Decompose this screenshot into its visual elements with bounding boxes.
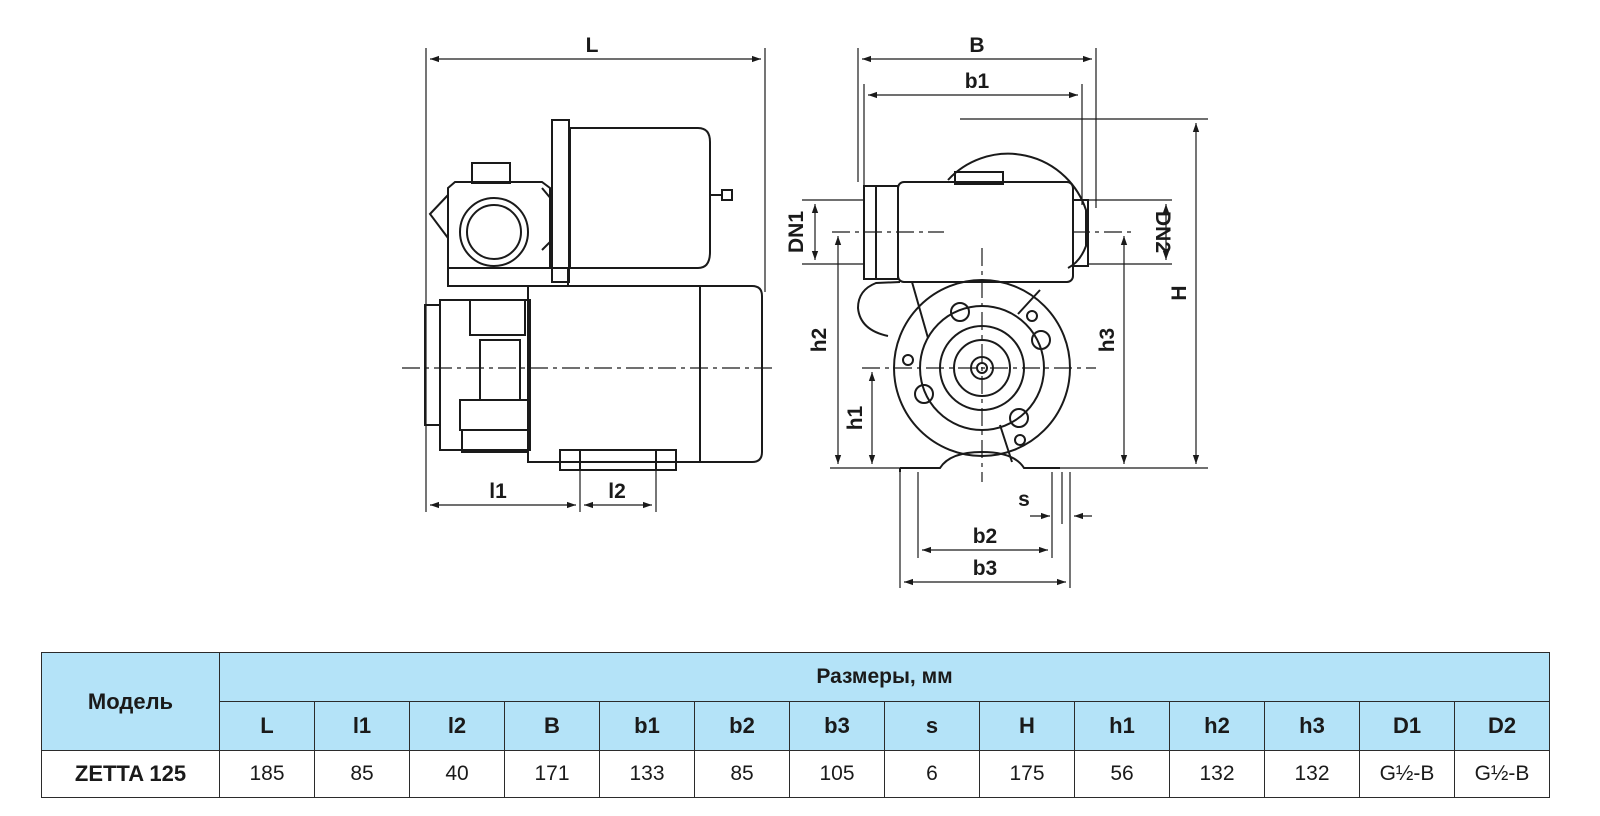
dim-label-h1: h1: [844, 405, 867, 430]
dim-label-h2: h2: [808, 328, 831, 353]
column-header-B: B: [504, 701, 600, 751]
value-cell-D1: G½-B: [1359, 750, 1455, 798]
dim-label-B: B: [969, 34, 984, 57]
dim-label-L: L: [586, 34, 599, 57]
value-cell-h2: 132: [1169, 750, 1265, 798]
model-header: Модель: [41, 652, 220, 751]
dimensions-table: Модель Размеры, мм L l1 l2 B b1 b2 b3 s …: [41, 652, 1550, 798]
column-header-l1: l1: [314, 701, 410, 751]
value-cell-b1: 133: [599, 750, 695, 798]
column-header-h2: h2: [1169, 701, 1265, 751]
side-view: [424, 119, 763, 471]
column-header-D2: D2: [1454, 701, 1550, 751]
dim-label-b3: b3: [973, 557, 998, 580]
value-cell-l1: 85: [314, 750, 410, 798]
value-cell-s: 6: [884, 750, 980, 798]
value-cell-H: 175: [979, 750, 1075, 798]
dim-label-b2: b2: [973, 525, 998, 548]
value-cell-l2: 40: [409, 750, 505, 798]
dimensions-group-header: Размеры, мм: [219, 652, 1550, 702]
value-cell-h1: 56: [1074, 750, 1170, 798]
dim-label-H: H: [1168, 285, 1191, 300]
table-row: ZETTA 125 185 85 40 171 133 85 105 6 175…: [41, 750, 1550, 798]
dim-label-DN1: DN1: [785, 211, 808, 253]
value-cell-D2: G½-B: [1454, 750, 1550, 798]
column-header-b2: b2: [694, 701, 790, 751]
front-view: [856, 152, 1089, 472]
column-header-s: s: [884, 701, 980, 751]
value-cell-b3: 105: [789, 750, 885, 798]
dim-label-h3: h3: [1096, 328, 1119, 353]
pump-dimension-drawing: L l1 l2: [402, 34, 1208, 588]
side-view-dims: [402, 48, 772, 512]
dim-label-l2: l2: [608, 480, 626, 503]
column-header-h3: h3: [1264, 701, 1360, 751]
dim-label-b1: b1: [965, 70, 990, 93]
front-view-dims: [802, 48, 1208, 588]
dim-label-l1: l1: [489, 480, 507, 503]
dim-label-s: s: [1018, 488, 1030, 511]
value-cell-b2: 85: [694, 750, 790, 798]
column-header-l2: l2: [409, 701, 505, 751]
dim-label-DN2: DN2: [1151, 211, 1174, 253]
column-header-h1: h1: [1074, 701, 1170, 751]
value-cell-B: 171: [504, 750, 600, 798]
model-name-cell: ZETTA 125: [41, 750, 220, 798]
column-header-b1: b1: [599, 701, 695, 751]
value-cell-h3: 132: [1264, 750, 1360, 798]
column-header-D1: D1: [1359, 701, 1455, 751]
column-header-L: L: [219, 701, 315, 751]
value-cell-L: 185: [219, 750, 315, 798]
column-header-b3: b3: [789, 701, 885, 751]
column-header-H: H: [979, 701, 1075, 751]
